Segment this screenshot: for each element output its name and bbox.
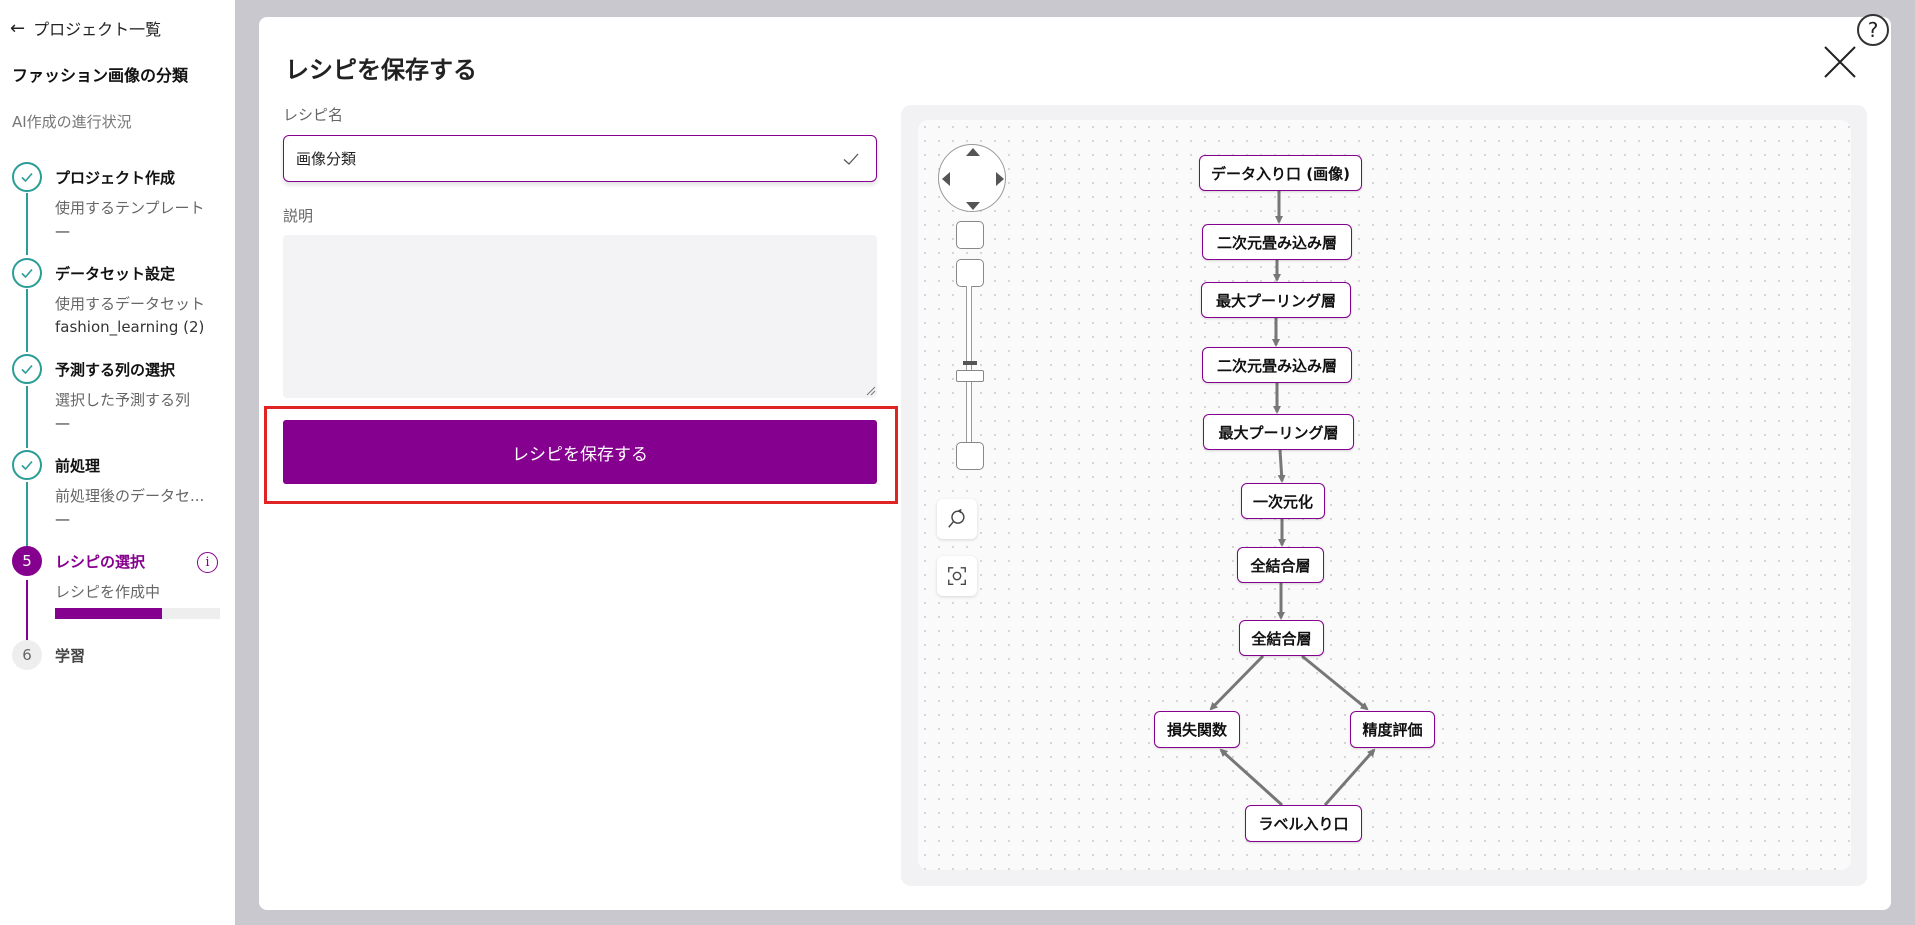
step-value: fashion_learning (2): [55, 318, 205, 336]
search-refresh-icon: [948, 508, 965, 528]
step-title: プロジェクト作成: [55, 169, 176, 187]
progress-fill: [55, 608, 163, 619]
step-number: 6: [12, 640, 42, 670]
resize-grip-icon[interactable]: [864, 384, 876, 396]
step-title: 予測する列の選択: [55, 361, 176, 379]
step-subtitle: 選択した予測する列: [55, 391, 191, 409]
diagram-node[interactable]: データ入り口 (画像): [1199, 155, 1362, 191]
step-connector: [26, 289, 28, 352]
zoom-fit-button[interactable]: [956, 221, 984, 249]
diagram-node[interactable]: 一次元化: [1241, 483, 1325, 519]
save-recipe-button[interactable]: レシピを保存する: [283, 420, 877, 484]
diagram-node[interactable]: 最大プーリング層: [1201, 282, 1351, 318]
recipe-progress-bar: [55, 608, 220, 619]
close-icon: [1824, 46, 1856, 78]
step-subtitle: 使用するテンプレート: [55, 199, 205, 217]
diagram-node[interactable]: ラベル入り口: [1245, 805, 1362, 842]
step-subtitle: レシピを作成中: [55, 583, 161, 601]
progress-title: AI作成の進行状況: [12, 113, 132, 131]
check-icon: [12, 450, 42, 480]
arrow-left-icon: ←: [10, 17, 26, 39]
step-number: 5: [12, 546, 42, 576]
step-connector: [26, 482, 28, 547]
step-subtitle: 前処理後のデータセ...: [55, 487, 205, 505]
diagram-node[interactable]: 最大プーリング層: [1203, 414, 1354, 450]
project-name: ファッション画像の分類: [12, 66, 189, 85]
description-textarea[interactable]: [283, 235, 877, 398]
recipe-name-label: レシピ名: [283, 106, 344, 124]
check-icon: [12, 162, 42, 192]
recipe-name-input[interactable]: [283, 135, 877, 182]
highlight-box: [264, 406, 898, 504]
diagram-node[interactable]: 二次元畳み込み層: [1202, 347, 1352, 383]
step-connector: [26, 386, 28, 448]
zoom-in-button[interactable]: [956, 259, 984, 287]
dialog-title: レシピを保存する: [285, 56, 477, 84]
diagram-node[interactable]: 精度評価: [1350, 711, 1435, 748]
step-connector: [26, 580, 28, 642]
check-icon: [843, 153, 859, 165]
help-button[interactable]: ?: [1857, 14, 1889, 46]
step-title: データセット設定: [55, 265, 176, 283]
screenshot-icon: [948, 567, 966, 585]
back-link-label: プロジェクト一覧: [33, 20, 162, 39]
back-to-projects-link[interactable]: ← プロジェクト一覧: [10, 16, 161, 40]
sidebar: ← プロジェクト一覧 ファッション画像の分類 AI作成の進行状況 プロジェクト作…: [0, 0, 235, 925]
zoom-slider-mark: [963, 361, 977, 365]
step-title: 学習: [55, 647, 86, 665]
zoom-slider-track[interactable]: [966, 286, 972, 446]
zoom-out-button[interactable]: [956, 442, 984, 470]
diagram-node[interactable]: 全結合層: [1239, 620, 1324, 656]
pan-control[interactable]: [938, 144, 1006, 212]
description-label: 説明: [283, 207, 314, 225]
step-subtitle: 使用するデータセット: [55, 295, 206, 313]
step-value: —: [55, 414, 70, 432]
step-connector: [26, 193, 28, 255]
step-value: —: [55, 222, 70, 240]
diagram-node[interactable]: 全結合層: [1237, 547, 1324, 583]
info-icon[interactable]: i: [197, 552, 218, 573]
zoom-slider-handle[interactable]: [956, 370, 984, 382]
step-value: —: [55, 510, 70, 528]
recipe-diagram-canvas[interactable]: [918, 120, 1851, 870]
close-button[interactable]: [1822, 44, 1858, 80]
diagram-node[interactable]: 損失関数: [1154, 711, 1240, 748]
check-icon: [12, 354, 42, 384]
pan-arrows-icon: [942, 148, 1004, 210]
check-icon: [12, 258, 42, 288]
reset-view-button[interactable]: [937, 499, 977, 539]
fit-screen-button[interactable]: [937, 556, 977, 596]
diagram-node[interactable]: 二次元畳み込み層: [1202, 224, 1352, 260]
step-title: レシピの選択: [55, 553, 146, 571]
step-title: 前処理: [55, 457, 101, 475]
